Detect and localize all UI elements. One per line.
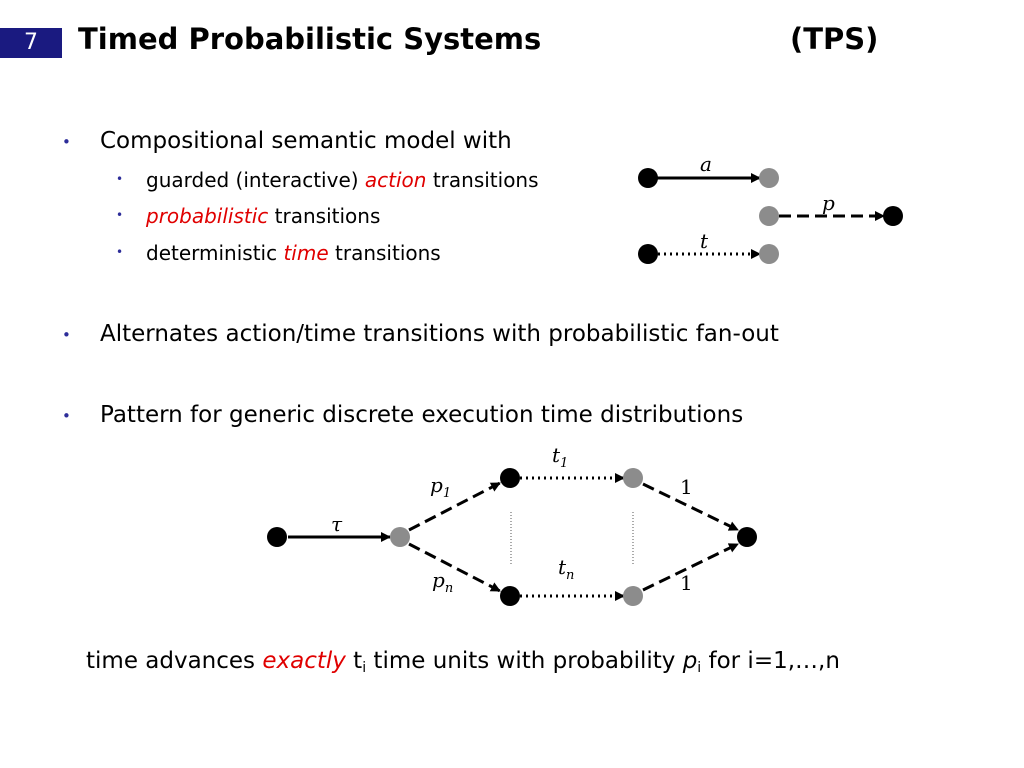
bullet-action-transitions: guarded (interactive) action transitions [146,168,539,192]
state-node [638,168,658,188]
grey-state-node [623,586,643,606]
label-tn-sub: n [566,568,574,583]
label-t: t [700,229,709,253]
legend-probabilistic-transition: p [759,191,903,226]
subscript-i: i [362,660,367,676]
bullet-text: transitions [426,168,539,192]
grey-state-node [759,206,779,226]
label-one-bottom: 1 [680,571,693,595]
bullet-dot: • [116,172,124,186]
label-tn-main: t [558,555,567,579]
footer-text: time units with probability [366,648,683,674]
grey-state-node [759,244,779,264]
bullet-dot: • [62,326,71,344]
bullet-dot: • [116,245,124,259]
slide-title: Timed Probabilistic Systems [78,22,542,56]
bullet-text: transitions [268,204,381,228]
label-t1-sub: 1 [560,456,568,471]
legend-action-transition: a [638,152,779,188]
footer-p: p [682,648,698,674]
label-pn-main: p [432,568,445,592]
footer-caption: time advances exactly ti time units with… [86,648,840,676]
footer-text: t [345,648,363,674]
label-pn-sub: n [445,581,453,596]
label-tau: τ [331,512,343,536]
prob-arrow-pn [408,542,501,593]
emphasis-action: action [364,168,427,192]
bullet-dot: • [116,208,124,222]
label-p1-sub: 1 [443,486,451,501]
emphasis-probabilistic: probabilistic [146,204,269,228]
footer-text: for i=1,…,n [701,648,840,674]
bullet-dot: • [62,133,71,151]
grey-state-node [759,168,779,188]
label-tn: tn [558,555,574,583]
footer-text: time advances [86,648,263,674]
bullet-alternates: Alternates action/time transitions with … [100,321,779,347]
label-p1-main: p [430,473,443,497]
bullet-time-transitions: deterministic time transitions [146,241,441,265]
bullet-text: deterministic [146,241,284,265]
state-node [267,527,287,547]
legend-time-transition: t [638,229,779,264]
label-t1: t1 [552,443,568,471]
state-node [638,244,658,264]
subscript-i: i [697,660,702,676]
grey-state-node [623,468,643,488]
bullet-dot: • [62,407,71,425]
bullet-text: transitions [328,241,441,265]
grey-state-node [390,527,410,547]
slide-number: 7 [0,28,62,58]
prob-arrow-p1 [408,481,501,532]
execution-time-pattern: τ p1 pn t1 tn 1 1 [267,443,757,606]
state-node [883,206,903,226]
label-t1-main: t [552,443,561,467]
state-node [500,586,520,606]
title-abbreviation: (TPS) [790,22,879,56]
label-p: p [822,191,835,215]
label-a: a [700,152,712,176]
emphasis-exactly: exactly [262,648,346,674]
bullet-compositional: Compositional semantic model with [100,128,512,154]
emphasis-time: time [283,241,329,265]
bullet-probabilistic-transitions: probabilistic transitions [146,204,380,228]
bullet-pattern: Pattern for generic discrete execution t… [100,402,744,428]
label-one-top: 1 [680,475,693,499]
label-pn: pn [432,568,453,596]
bullet-text: guarded (interactive) [146,168,365,192]
label-p1: p1 [430,473,451,501]
state-node [500,468,520,488]
state-node [737,527,757,547]
